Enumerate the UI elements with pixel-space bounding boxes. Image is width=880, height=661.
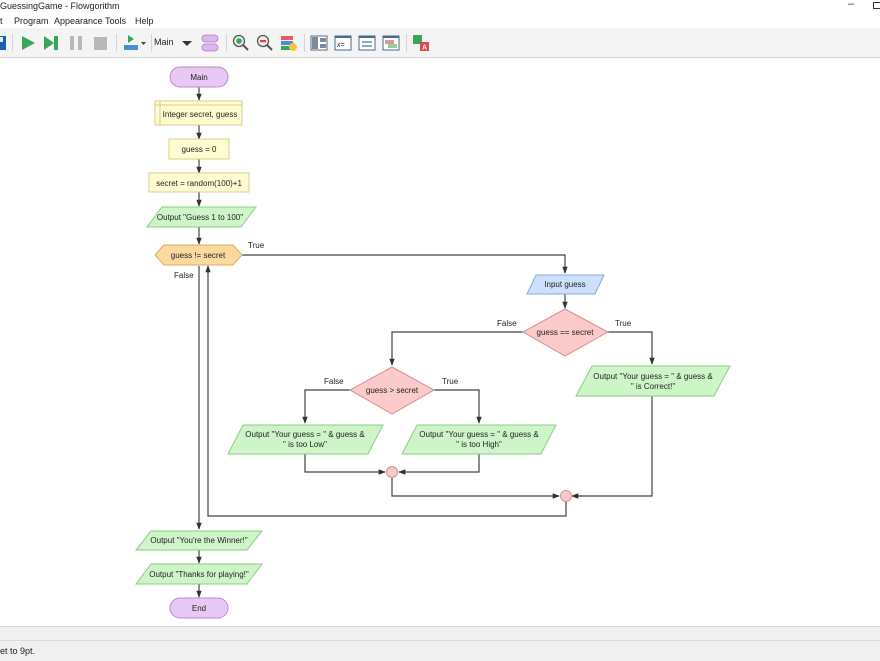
zoom-in-icon[interactable] (232, 34, 250, 52)
menu-bar: t Program Appearance Tools Help (0, 14, 880, 28)
status-message: et to 9pt. (0, 646, 36, 656)
assign-guess-label: guess = 0 (182, 145, 217, 154)
if-correct-true-label: True (615, 319, 632, 328)
input-guess-shape (526, 274, 605, 295)
toolbar: Main x= A (0, 28, 880, 58)
output-winner-shape (134, 530, 264, 551)
minimize-button[interactable]: – (848, 0, 855, 10)
source-code-icon[interactable] (382, 34, 400, 52)
connector-lines (196, 87, 655, 598)
horizontal-scrollbar[interactable] (0, 626, 880, 641)
layout-icon[interactable] (280, 34, 298, 52)
flowchart-view-icon[interactable] (310, 34, 328, 52)
start-shape (169, 66, 229, 88)
maximize-button[interactable] (873, 2, 880, 9)
menu-help[interactable]: Help (135, 16, 154, 26)
assign-secret-block[interactable]: secret = random(100)+1 (148, 172, 250, 193)
output-thanks-block[interactable]: Output "Thanks for playing!" (135, 563, 263, 585)
while-loop-block[interactable]: guess != secret (154, 244, 243, 266)
input-guess-block[interactable]: Input guess (526, 274, 605, 295)
output-correct-shape (575, 365, 731, 397)
while-loop-shape (154, 244, 243, 266)
toolbar-separator (406, 34, 407, 52)
output-high-block[interactable]: Output "Your guess = " & guess & " is to… (401, 424, 557, 455)
output-high-label-line2: " is too High" (456, 440, 502, 449)
output-correct-label-line2: " is Correct!" (631, 382, 676, 391)
input-guess-label: Input guess (544, 280, 585, 289)
if-high-decision[interactable]: guess > secret (348, 366, 436, 415)
if-correct-decision[interactable]: guess == secret (521, 308, 610, 357)
zoom-out-icon[interactable] (256, 34, 274, 52)
toolbar-separator (116, 34, 117, 52)
menu-appearance[interactable]: Appearance (54, 16, 103, 26)
variable-watch-icon[interactable]: x= (334, 34, 352, 52)
assign-guess-block[interactable]: guess = 0 (168, 138, 230, 160)
pause-icon[interactable] (67, 34, 85, 52)
svg-text:x=: x= (336, 42, 345, 49)
inner-join-connector (386, 466, 398, 478)
toolbar-separator (151, 34, 152, 52)
output-high-label-line1: Output "Your guess = " & guess & (419, 430, 539, 439)
run-speed-icon[interactable] (122, 34, 148, 52)
end-label: End (192, 604, 206, 613)
while-loop-label: guess != secret (171, 251, 226, 260)
assign-secret-shape (148, 172, 250, 193)
add-function-icon[interactable] (201, 34, 219, 52)
assign-secret-label: secret = random(100)+1 (156, 179, 242, 188)
toolbar-separator (226, 34, 227, 52)
save-icon[interactable] (0, 34, 8, 52)
output-winner-label: Output "You're the Winner!" (150, 536, 247, 545)
if-correct-label: guess == secret (537, 328, 595, 337)
start-terminal[interactable]: Main (169, 66, 229, 88)
end-terminal[interactable]: End (169, 597, 229, 619)
start-label: Main (190, 73, 207, 82)
output-winner-block[interactable]: Output "You're the Winner!" (134, 530, 264, 551)
flowchart-canvas[interactable]: Main Integer secret, guess guess = 0 sec… (0, 58, 880, 626)
menu-edit[interactable]: t (0, 16, 3, 26)
outer-join-connector (560, 490, 572, 502)
translate-icon[interactable]: A (412, 34, 430, 52)
toolbar-separator (12, 34, 13, 52)
end-shape (169, 597, 229, 619)
run-icon[interactable] (19, 34, 37, 52)
declare-block[interactable]: Integer secret, guess (154, 100, 243, 126)
output-low-label-line1: Output "Your guess = " & guess & (245, 430, 365, 439)
title-bar: GuessingGame - Flowgorithm – (0, 0, 880, 14)
output-high-shape (401, 424, 557, 455)
toolbar-separator (304, 34, 305, 52)
stop-icon[interactable] (91, 34, 109, 52)
output-correct-block[interactable]: Output "Your guess = " & guess & " is Co… (575, 365, 731, 397)
if-correct-shape (521, 308, 610, 357)
if-high-true-label: True (442, 377, 459, 386)
output-guess-range-block[interactable]: Output "Guess 1 to 100" (146, 206, 257, 228)
if-high-label: guess > secret (366, 386, 419, 395)
output-low-block[interactable]: Output "Your guess = " & guess & " is to… (227, 424, 384, 455)
output-thanks-shape (135, 563, 263, 585)
console-icon[interactable] (358, 34, 376, 52)
output-guess-range-label: Output "Guess 1 to 100" (157, 213, 243, 222)
loop-true-label: True (248, 241, 265, 250)
function-select[interactable]: Main (154, 37, 174, 47)
output-thanks-label: Output "Thanks for playing!" (149, 570, 249, 579)
if-high-shape (348, 366, 436, 415)
output-guess-range-shape (146, 206, 257, 228)
status-bar: et to 9pt. (0, 640, 880, 661)
output-low-shape (227, 424, 384, 455)
window-title: GuessingGame - Flowgorithm (0, 1, 120, 11)
chevron-down-icon[interactable] (180, 34, 198, 52)
declare-label: Integer secret, guess (163, 110, 238, 119)
step-icon[interactable] (42, 34, 60, 52)
output-low-label-line2: " is too Low" (283, 440, 327, 449)
assign-guess-shape (168, 138, 230, 160)
menu-tools[interactable]: Tools (105, 16, 127, 26)
flowchart-diagram: Main Integer secret, guess guess = 0 sec… (134, 66, 731, 619)
output-correct-label-line1: Output "Your guess = " & guess & (593, 372, 713, 381)
if-correct-false-label: False (497, 319, 517, 328)
svg-text:A: A (422, 45, 427, 52)
loop-false-label: False (174, 271, 194, 280)
menu-program[interactable]: Program (14, 16, 49, 26)
if-high-false-label: False (324, 377, 344, 386)
